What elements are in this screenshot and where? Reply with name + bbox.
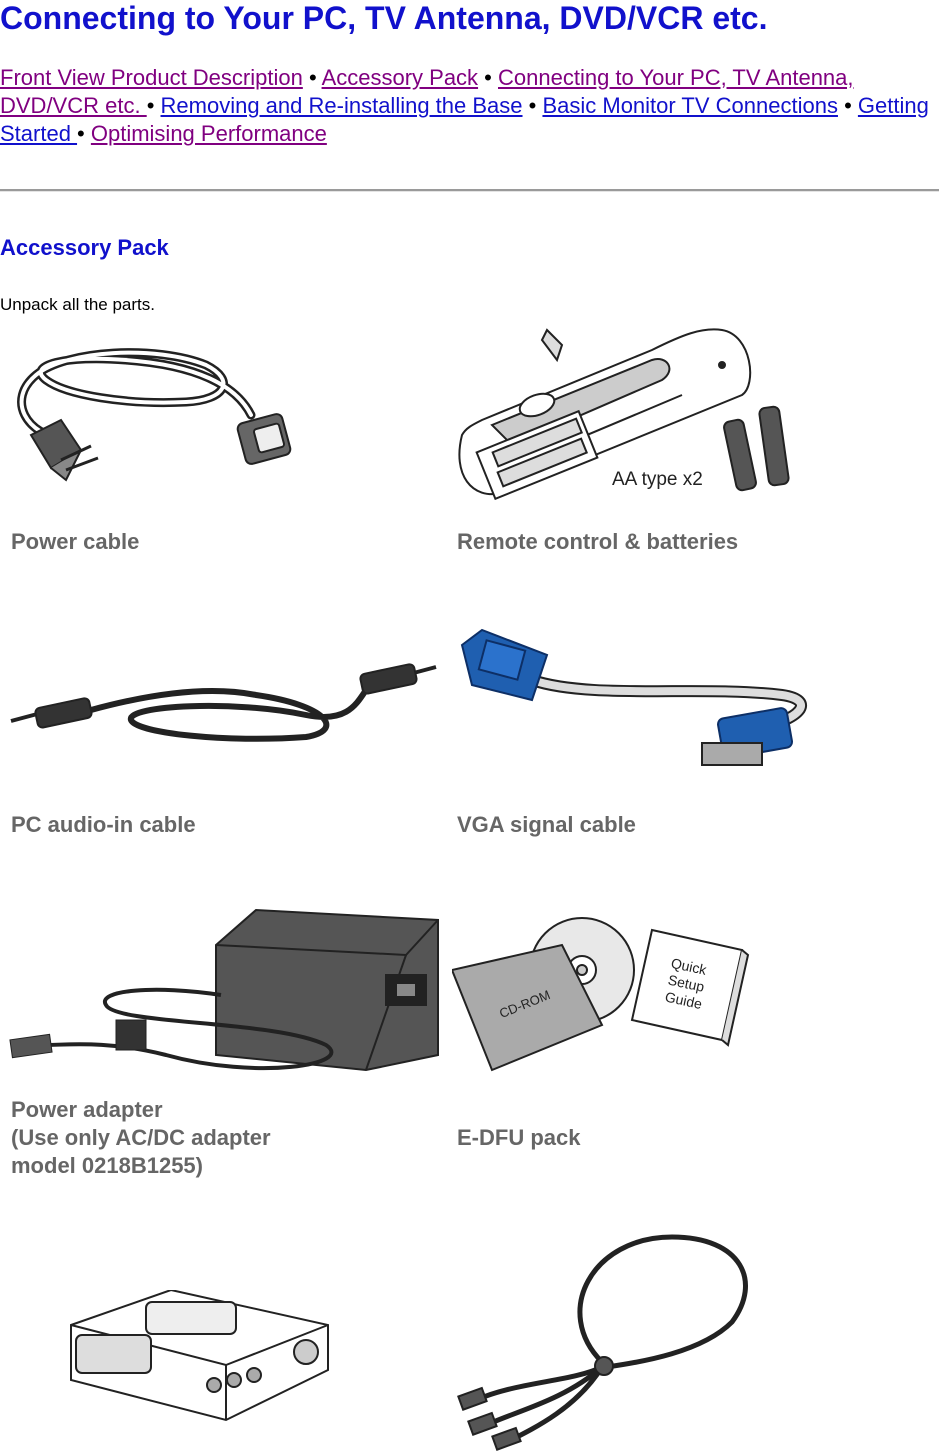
power-cable-image <box>17 348 292 482</box>
nav-link-connecting[interactable]: Connecting to Your PC, TV Antenna, DVD/V… <box>0 65 854 118</box>
horizontal-rule <box>0 189 939 192</box>
caption-power-cable: Power cable <box>11 529 140 554</box>
caption-vga-cable: VGA signal cable <box>457 812 636 837</box>
nav-link-removing-base[interactable]: Removing and Re-installing the Base <box>160 93 523 118</box>
nav-separator: • <box>522 93 543 118</box>
nav-separator: • <box>77 121 91 146</box>
guide-label-line1: Quick <box>670 955 709 978</box>
scart-adapter-image <box>70 1290 329 1422</box>
nav-separator: • <box>302 65 322 90</box>
battery-label: AA type x2 <box>612 469 703 490</box>
caption-power-adapter: Power adapter (Use only AC/DC adapter mo… <box>11 1096 271 1180</box>
vga-cable-image <box>460 628 807 766</box>
nav-link-front-view[interactable]: Front View Product Description <box>0 65 303 90</box>
rca-cable-image <box>457 1234 748 1451</box>
nav-link-getting-started[interactable]: Getting Started <box>0 93 929 146</box>
caption-power-adapter-line3: model 0218B1255) <box>11 1153 203 1178</box>
intro-text: Unpack all the parts. <box>0 295 155 314</box>
edfu-pack-image: CD-ROM Quick Setup Guide <box>452 917 750 1072</box>
guide-label-line2: Setup <box>667 972 706 995</box>
nav-link-basic-connections[interactable]: Basic Monitor TV Connections <box>542 93 838 118</box>
caption-power-adapter-line1: Power adapter <box>11 1097 163 1122</box>
nav-separator: • <box>478 65 498 90</box>
guide-label-line3: Guide <box>664 989 704 1012</box>
page-title: Connecting to Your PC, TV Antenna, DVD/V… <box>0 0 768 36</box>
section-title: Accessory Pack <box>0 235 169 260</box>
caption-audio-cable: PC audio-in cable <box>11 812 196 837</box>
nav-link-accessory-pack[interactable]: Accessory Pack <box>321 65 479 90</box>
nav-separator: • <box>837 93 858 118</box>
audio-cable-image <box>10 663 437 742</box>
caption-remote: Remote control & batteries <box>457 529 739 554</box>
remote-control-image: AA type x2 <box>458 328 790 500</box>
caption-power-adapter-line2: (Use only AC/DC adapter <box>11 1125 271 1150</box>
nav-separator: • <box>146 93 161 118</box>
nav-link-optimising[interactable]: Optimising Performance <box>90 121 327 146</box>
caption-edfu-pack: E-DFU pack <box>457 1125 581 1150</box>
section-nav: Front View Product Description • Accesso… <box>0 64 930 148</box>
power-adapter-image <box>9 908 439 1072</box>
